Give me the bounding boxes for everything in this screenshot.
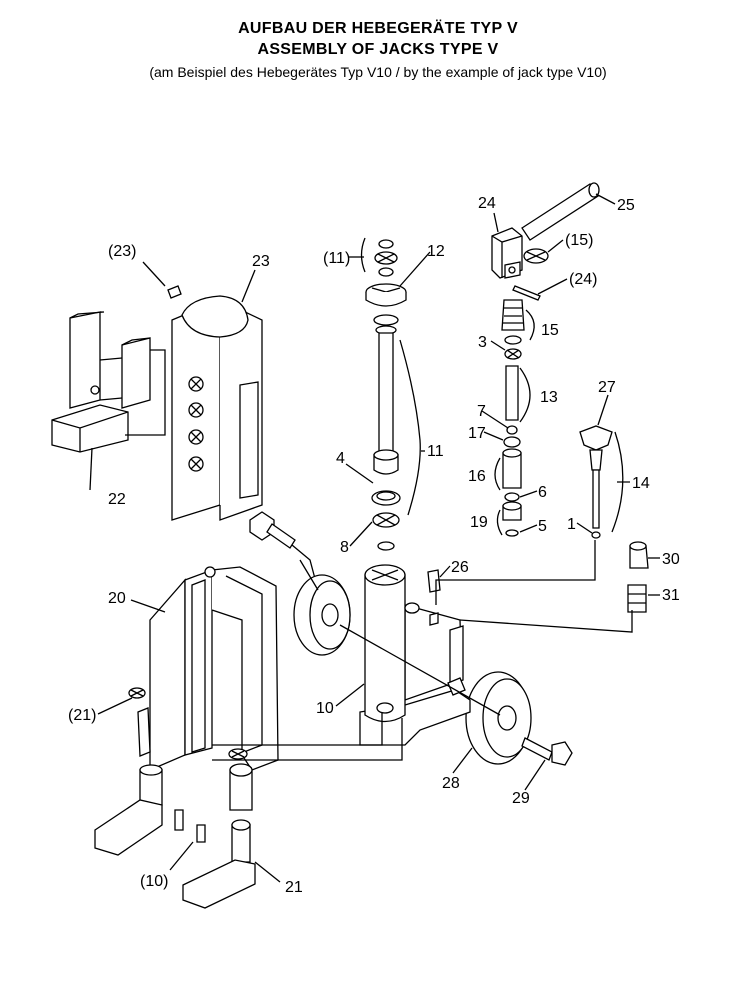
label-p10b: (10): [140, 873, 168, 890]
label-p1: 1: [567, 516, 576, 533]
label-p23b: (23): [108, 243, 136, 260]
label-p22: 22: [108, 491, 126, 508]
title-german: AUFBAU DER HEBEGERÄTE TYP V: [238, 20, 518, 37]
part-19-valve-seat: [502, 501, 522, 537]
label-p24b: (24): [569, 271, 597, 288]
part-11-piston-assembly: [360, 237, 421, 551]
bolt-long: [249, 511, 319, 591]
part-29-axle-bolt: [521, 737, 573, 766]
part-21-foot-right: [182, 763, 256, 909]
subtitle: (am Beispiel des Hebegerätes Typ V10 / b…: [149, 64, 607, 80]
part-26-fitting: [427, 569, 441, 626]
label-p17: 17: [468, 425, 486, 442]
part-14-release-valve: [579, 425, 613, 539]
label-p26: 26: [451, 559, 469, 576]
label-p24: 24: [478, 195, 496, 212]
part-20-frame: [137, 566, 279, 771]
label-p11b: (11): [323, 250, 350, 267]
part-28-wheel: [465, 671, 532, 765]
title-english: ASSEMBLY OF JACKS TYPE V: [257, 41, 499, 58]
label-p28: 28: [442, 775, 460, 792]
label-p21b: (21): [68, 707, 96, 724]
label-p12: 12: [427, 243, 445, 260]
label-p7: 7: [477, 403, 486, 420]
small-screws: [128, 687, 248, 843]
label-p20: 20: [108, 590, 126, 607]
part-labels: (23) 23 (11) 12 11 4 8 24 25 (15) (24) 1…: [68, 195, 680, 896]
label-p5: 5: [538, 518, 547, 535]
label-p13: 13: [540, 389, 558, 406]
label-p31: 31: [662, 587, 680, 604]
label-p19: 19: [470, 514, 488, 531]
label-p21: 21: [285, 879, 303, 896]
label-p15b: (15): [565, 232, 593, 249]
part-23-slide-plate: [167, 285, 263, 521]
label-p11: 11: [427, 443, 444, 460]
part-30-nut: [629, 541, 649, 569]
label-p30: 30: [662, 551, 680, 568]
part-16-valve-group: [502, 436, 522, 502]
part-25-handle-tube: [521, 182, 600, 241]
label-p6: 6: [538, 484, 547, 501]
part-24-lever-head: [491, 227, 523, 279]
label-p27: 27: [598, 379, 616, 396]
assembly-lines: [212, 540, 633, 761]
label-p14: 14: [632, 475, 650, 492]
label-p8: 8: [340, 539, 349, 556]
part-13-pump-piston: [505, 365, 519, 435]
label-p3: 3: [478, 334, 487, 351]
part-15-pump-group: [501, 248, 549, 360]
part-22-claw: [51, 311, 166, 453]
label-p29: 29: [512, 790, 530, 807]
label-p16: 16: [468, 468, 486, 485]
label-p4: 4: [336, 450, 345, 467]
part-21-foot-left: [94, 764, 163, 856]
leader-lines: [89, 193, 660, 883]
part-10-cylinder-body: [359, 564, 471, 746]
label-p25: 25: [617, 197, 635, 214]
label-p23: 23: [252, 253, 270, 270]
part-31-fitting: [627, 584, 647, 613]
wheel-left: [293, 574, 351, 656]
label-p10: 10: [316, 700, 334, 717]
label-p15: 15: [541, 322, 559, 339]
